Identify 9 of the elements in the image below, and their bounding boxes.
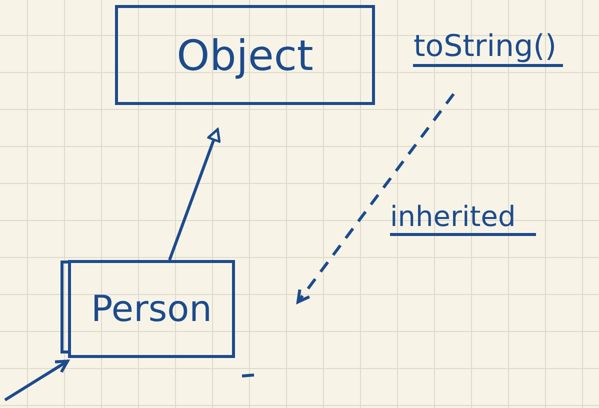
dashed-arrow <box>296 93 455 304</box>
class-name: Object <box>176 30 314 80</box>
class-name: Person <box>91 288 212 330</box>
note-text: inherited <box>390 200 536 236</box>
method-name-text: toString() <box>413 29 563 67</box>
class-box <box>115 5 375 105</box>
inheritance-arrow <box>168 128 221 261</box>
class-box <box>68 260 235 358</box>
arrow <box>4 360 70 402</box>
